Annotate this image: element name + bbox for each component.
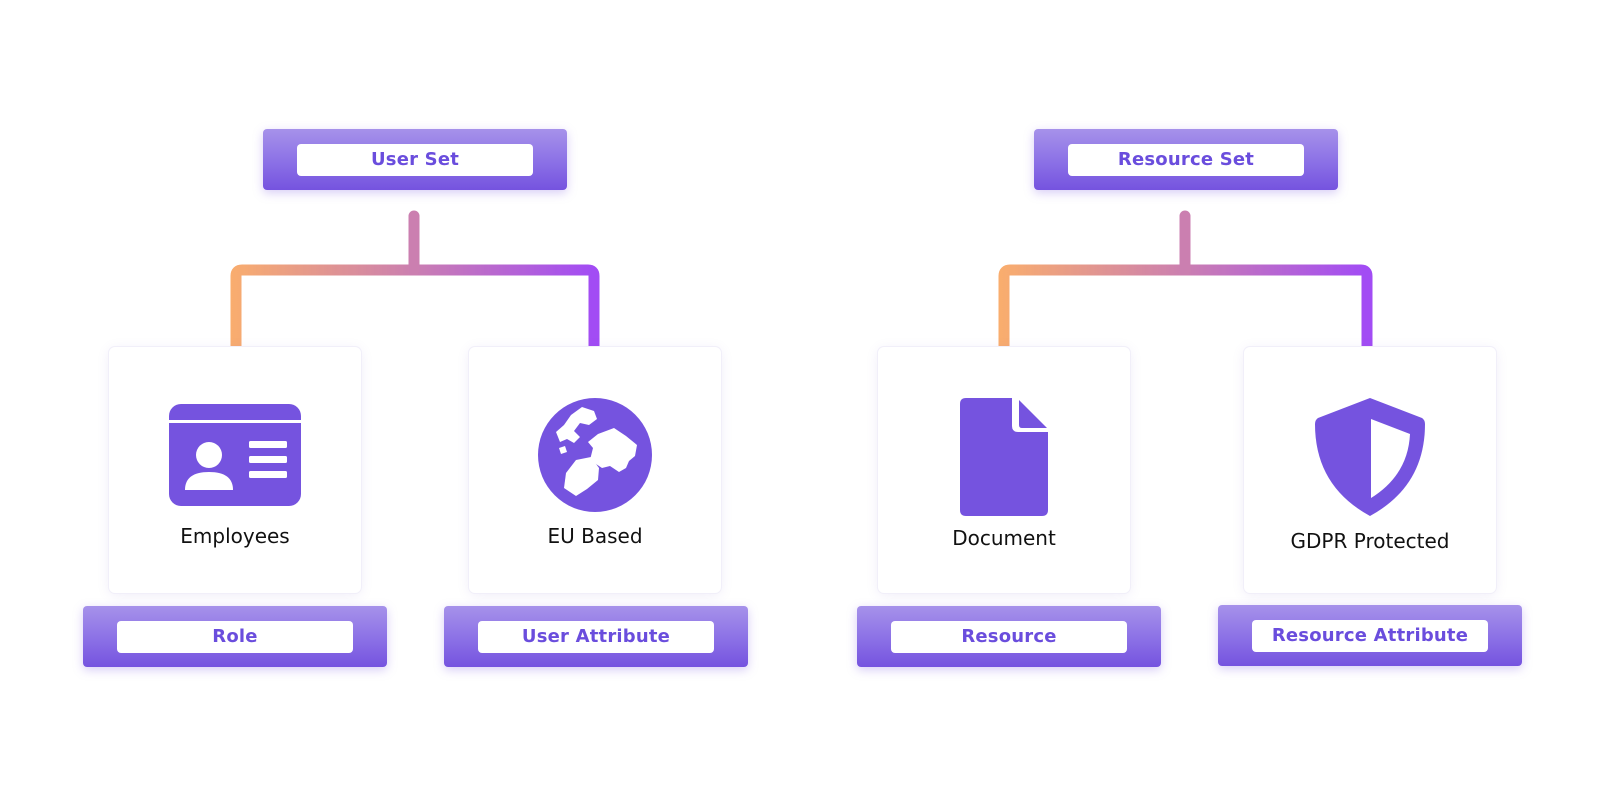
user-set-connector: [230, 210, 600, 346]
user-set-label-text: User Set: [297, 143, 533, 176]
user-attribute-label-text: User Attribute: [478, 620, 714, 653]
resource-label: Resource: [857, 606, 1161, 667]
user-attribute-label: User Attribute: [444, 606, 748, 667]
document-caption: Document: [952, 526, 1056, 550]
document-card: Document: [878, 347, 1130, 593]
employees-card: Employees: [109, 347, 361, 593]
eu-based-caption: EU Based: [547, 524, 643, 548]
shield-icon: [1315, 398, 1425, 516]
role-label: Role: [83, 606, 387, 667]
employees-caption: Employees: [180, 524, 290, 548]
globe-icon: [538, 398, 652, 512]
user-set-label: User Set: [263, 129, 567, 190]
resource-label-text: Resource: [891, 620, 1127, 653]
eu-based-card: EU Based: [469, 347, 721, 593]
id-card-icon: [169, 404, 301, 506]
role-label-text: Role: [117, 620, 353, 653]
resource-set-label: Resource Set: [1034, 129, 1338, 190]
gdpr-protected-caption: GDPR Protected: [1290, 529, 1450, 553]
resource-attribute-label-text: Resource Attribute: [1252, 619, 1488, 652]
resource-attribute-label: Resource Attribute: [1218, 605, 1522, 666]
resource-set-connector: [998, 210, 1373, 346]
gdpr-protected-card: GDPR Protected: [1244, 347, 1496, 593]
document-icon: [960, 398, 1048, 516]
resource-set-label-text: Resource Set: [1068, 143, 1304, 176]
